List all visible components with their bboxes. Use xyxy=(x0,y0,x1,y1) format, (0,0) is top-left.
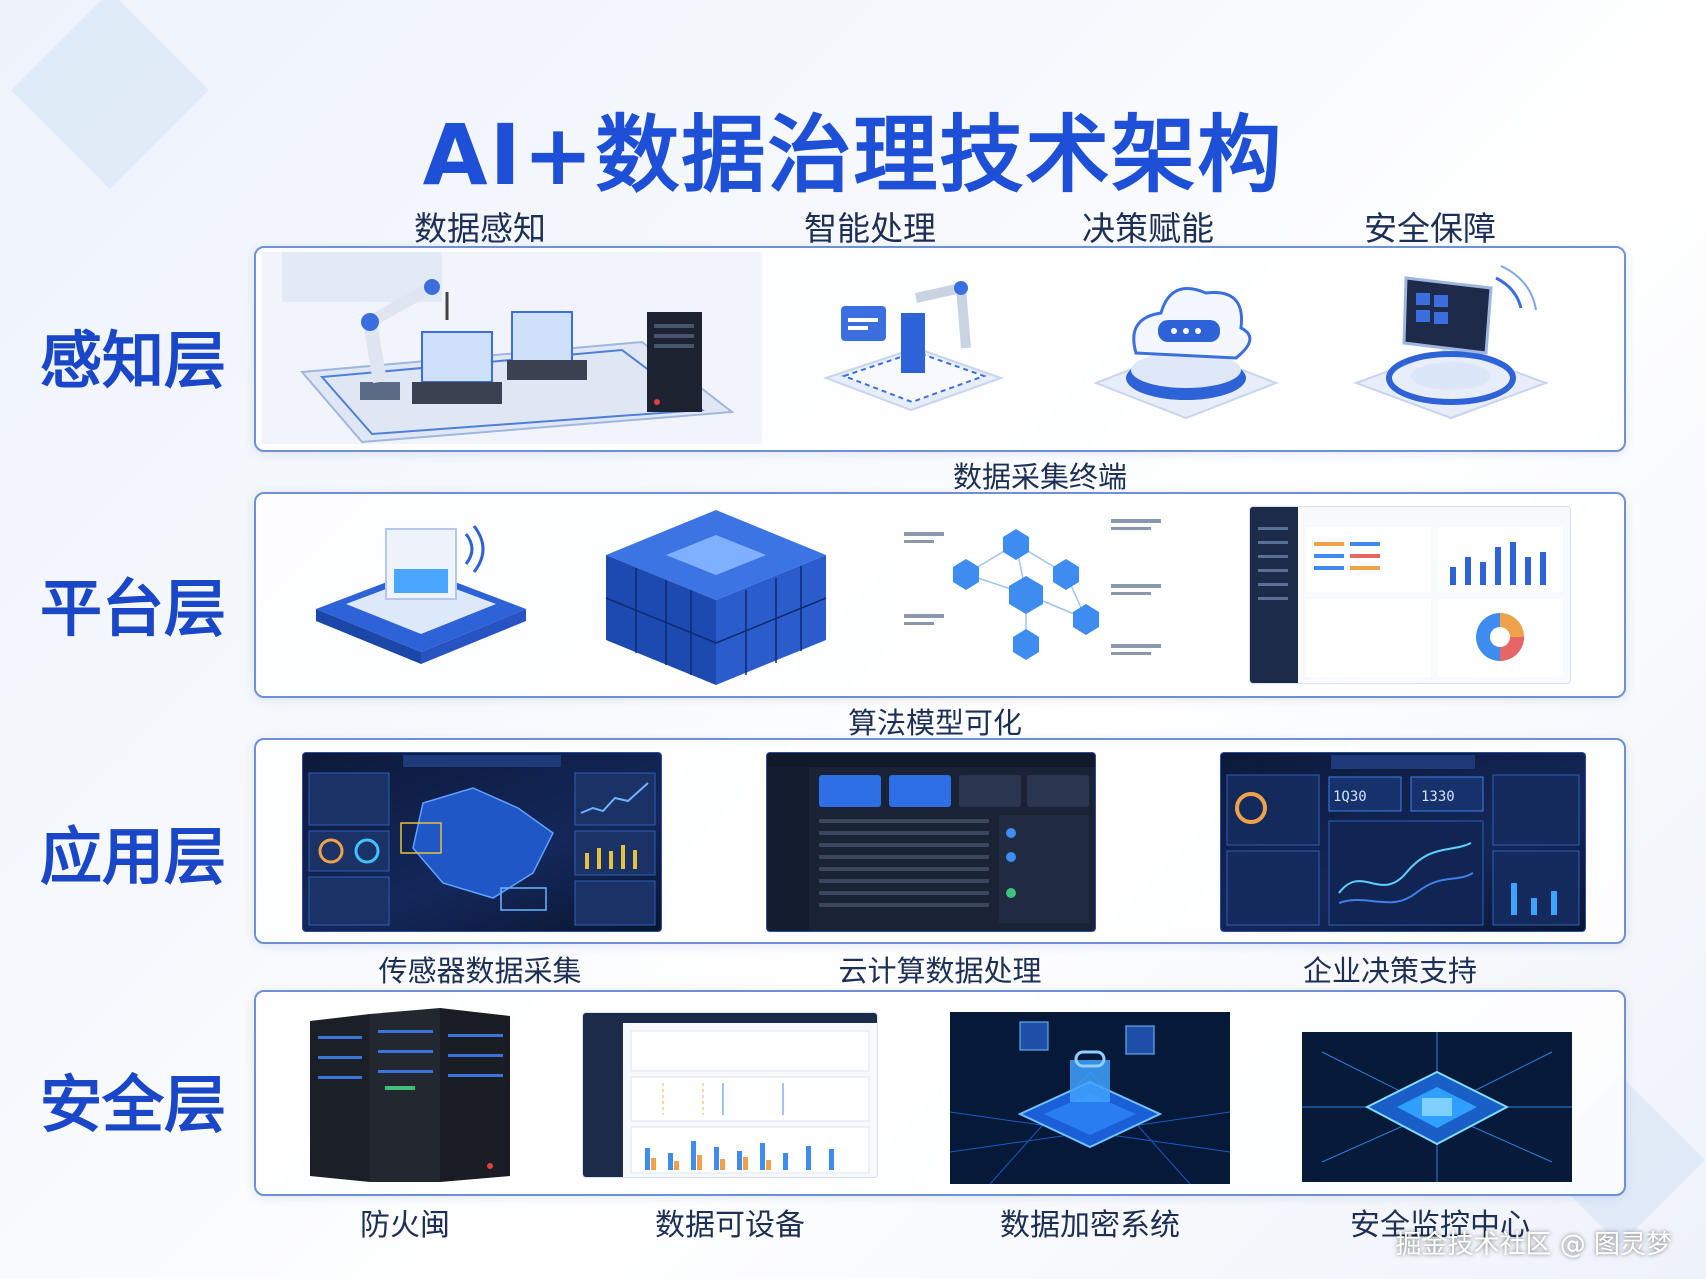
security-monitor-icon xyxy=(1346,258,1556,438)
page-title: AI+数据治理技术架构 xyxy=(422,106,1284,204)
application-caption-sensor: 传感器数据采集 xyxy=(378,954,582,988)
header-intelligent-processing: 智能处理 xyxy=(804,209,936,248)
watermark: 掘金技术社区 @ 图灵梦 xyxy=(1395,1230,1672,1260)
application-caption-enterprise: 企业决策支持 xyxy=(1302,954,1477,988)
security-caption-firewall: 防火闽 xyxy=(360,1208,450,1243)
platform-caption: 算法模型可化 xyxy=(847,706,1022,740)
data-device-dashboard xyxy=(582,1012,878,1178)
firewall-server-rack xyxy=(310,1006,510,1182)
analytics-dashboard-thumbnail xyxy=(1249,506,1571,684)
metric-value-2: 1330 xyxy=(1421,789,1455,805)
layer-label-application: 应用层 xyxy=(40,820,227,893)
metric-value-1: 1Q30 xyxy=(1333,789,1367,805)
perception-layer-panel xyxy=(254,246,1626,452)
security-caption-data-device: 数据可设备 xyxy=(655,1208,805,1243)
security-layer-panel xyxy=(254,990,1626,1196)
perception-caption: 数据采集终端 xyxy=(952,460,1127,494)
application-layer-panel: 1Q30 1330 xyxy=(254,738,1626,944)
cloud-processing-dashboard xyxy=(766,752,1096,932)
security-caption-encryption: 数据加密系统 xyxy=(1000,1208,1180,1243)
factory-robot-arm-illustration xyxy=(262,252,762,444)
enterprise-decision-dashboard: 1Q30 1330 xyxy=(1220,752,1586,932)
algorithm-model-graph xyxy=(896,504,1181,684)
platform-layer-panel xyxy=(254,492,1626,698)
security-caption-monitoring: 安全监控中心 xyxy=(1350,1208,1530,1243)
sensor-map-dashboard xyxy=(302,752,662,932)
layer-label-security: 安全层 xyxy=(40,1068,227,1141)
edge-device-icon xyxy=(306,504,536,684)
layer-label-perception: 感知层 xyxy=(40,324,227,397)
application-caption-cloud: 云计算数据处理 xyxy=(838,954,1042,988)
security-monitoring-chip-illustration xyxy=(1302,1032,1572,1182)
data-cube-cluster-icon xyxy=(596,500,836,690)
header-decision-empowerment: 决策赋能 xyxy=(1082,209,1214,248)
cloud-decision-icon xyxy=(1086,258,1286,438)
header-data-perception: 数据感知 xyxy=(414,209,546,248)
intelligent-processing-robot-icon xyxy=(816,258,1006,438)
layer-label-platform: 平台层 xyxy=(40,572,227,645)
header-security-assurance: 安全保障 xyxy=(1364,209,1496,248)
encryption-chip-illustration xyxy=(950,1012,1230,1184)
